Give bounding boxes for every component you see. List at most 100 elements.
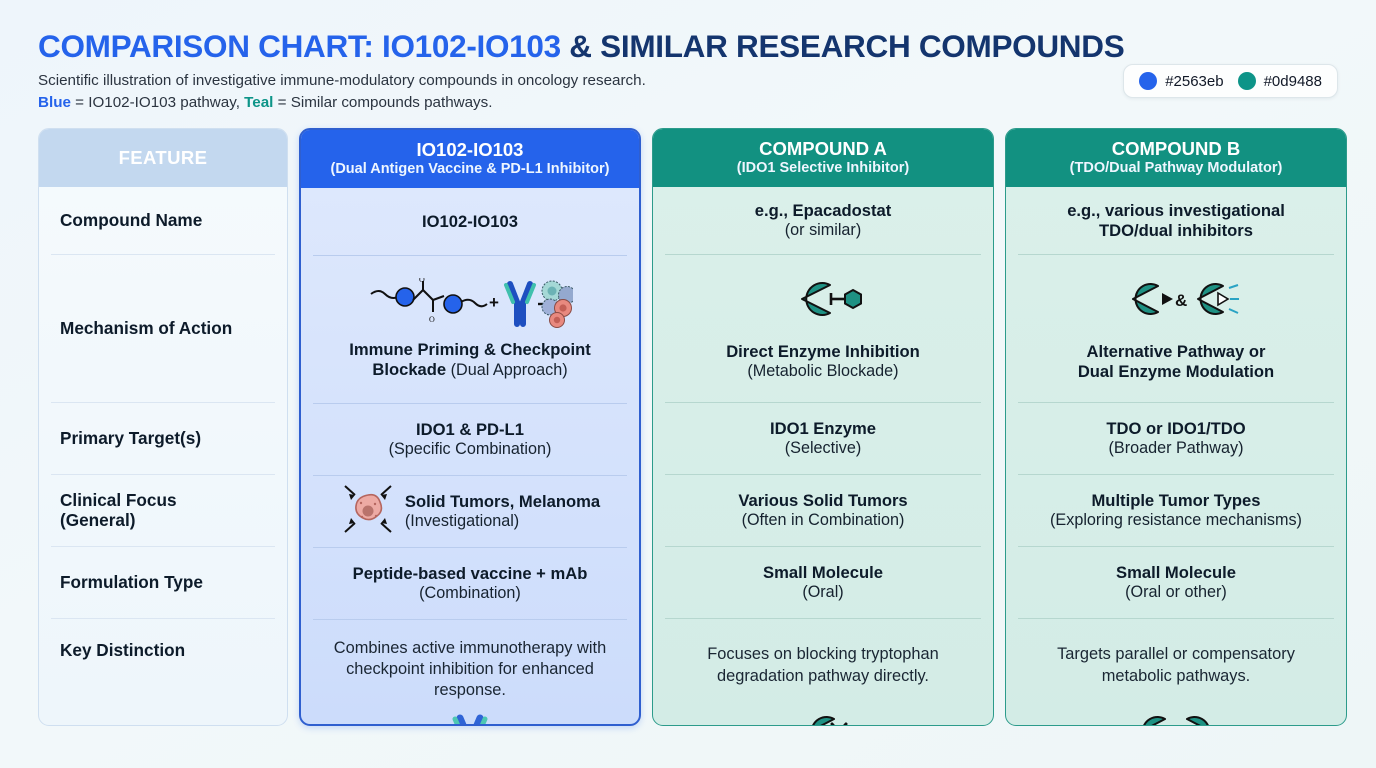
cell-b-mechanism: & Alternative Pathway or Dual Enzyme Mod…	[1018, 255, 1334, 403]
page-header: COMPARISON CHART: IO102-IO103 & SIMILAR …	[38, 20, 1338, 128]
cell-b-clinical-focus-main: Multiple Tumor Types	[1091, 490, 1261, 510]
enzyme-inhibitor-binding-icon	[775, 275, 871, 328]
cell-a-key-distinction-note: Focuses on blocking tryptophan degradati…	[707, 645, 939, 685]
subtitle-middle-text: = IO102-IO103 pathway,	[70, 93, 245, 111]
tumor-cell-targeted-icon	[340, 482, 396, 541]
column-header-io-title: IO102-IO103	[416, 138, 524, 160]
cell-io-clinical-text: Solid Tumors, Melanoma (Investigational)	[405, 492, 600, 532]
legend-item-blue: #2563eb	[1139, 72, 1224, 90]
cell-a-primary-target: IDO1 Enzyme (Selective)	[665, 403, 981, 475]
svg-text:&: &	[1175, 291, 1187, 310]
compound-a-body: e.g., Epacadostat (or similar) Direct En…	[653, 187, 993, 725]
peptide-antibody-immune-cells-icon: O O +	[367, 275, 576, 335]
cell-b-compound-name-main2: TDO/dual inhibitors	[1099, 220, 1253, 240]
feature-list: Compound Name Mechanism of Action Primar…	[39, 187, 287, 725]
cell-b-key-distinction-note: Targets parallel or compensatory metabol…	[1057, 645, 1295, 685]
cell-io-primary-target: IDO1 & PD-L1 (Specific Combination)	[313, 404, 627, 476]
page-title-primary: COMPARISON CHART: IO102-IO103	[38, 28, 561, 64]
io-column-body: IO102-IO103 O O	[301, 188, 639, 724]
cell-a-compound-name-sub: (or similar)	[784, 220, 862, 239]
cell-b-mechanism-main2: Dual Enzyme Modulation	[1077, 362, 1275, 381]
cell-a-compound-name-main: e.g., Epacadostat	[754, 200, 892, 220]
cell-io-mechanism: O O +	[313, 256, 627, 404]
cell-a-mechanism-sub: (Metabolic Blockade)	[747, 362, 899, 381]
cell-a-clinical-focus-sub: (Often in Combination)	[741, 510, 905, 529]
cell-io-mechanism-sub: (Dual Approach)	[446, 361, 568, 380]
cell-io-formulation-main: Peptide-based vaccine + mAb	[352, 563, 588, 583]
cell-io-primary-target-main: IDO1 & PD-L1	[416, 419, 524, 439]
feature-label-formulation: Formulation Type	[60, 571, 203, 592]
cell-a-compound-name: e.g., Epacadostat (or similar)	[665, 187, 981, 255]
svg-text:O: O	[419, 278, 425, 284]
cell-b-compound-name-main: e.g., various investigational	[1067, 200, 1285, 220]
column-header-feature-title: FEATURE	[118, 146, 208, 168]
blue-circle-swatch-icon	[1139, 72, 1158, 90]
cell-io-primary-target-sub: (Specific Combination)	[388, 439, 552, 458]
cell-b-compound-name: e.g., various investigational TDO/dual i…	[1018, 187, 1334, 255]
dual-enzyme-modulation-icon: &	[1112, 275, 1240, 328]
svg-text:≠: ≠	[1165, 723, 1176, 726]
cell-a-primary-target-sub: (Selective)	[784, 438, 862, 457]
column-header-io102-io103: IO102-IO103 (Dual Antigen Vaccine & PD-L…	[301, 130, 639, 188]
column-header-compound-b: COMPOUND B (TDO/Dual Pathway Modulator)	[1006, 129, 1346, 187]
column-compound-b: COMPOUND B (TDO/Dual Pathway Modulator) …	[1005, 128, 1347, 726]
cell-io-mechanism-line2: Blockade (Dual Approach)	[372, 360, 567, 381]
column-header-b-title: COMPOUND B	[1111, 137, 1241, 159]
cell-b-clinical-focus: Multiple Tumor Types (Exploring resistan…	[1018, 475, 1334, 547]
legend-label-teal: #0d9488	[1263, 72, 1322, 90]
cell-io-clinical-focus: Solid Tumors, Melanoma (Investigational)	[313, 476, 627, 548]
page-subtitle: Scientific illustration of investigative…	[38, 63, 1338, 113]
cell-a-mechanism: Direct Enzyme Inhibition (Metabolic Bloc…	[665, 255, 981, 403]
feature-row-clinical-focus: Clinical Focus (General)	[51, 475, 275, 547]
legend-item-teal: #0d9488	[1237, 72, 1322, 90]
cell-io-formulation: Peptide-based vaccine + mAb (Combination…	[313, 548, 627, 620]
feature-label-clinical-focus: Clinical Focus (General)	[60, 489, 177, 531]
column-compound-a: COMPOUND A (IDO1 Selective Inhibitor) e.…	[652, 128, 994, 726]
subtitle-line-2: Blue = IO102-IO103 pathway, Teal = Simil…	[38, 92, 1338, 114]
cell-io-clinical-wrap: Solid Tumors, Melanoma (Investigational)	[340, 482, 600, 541]
antibody-y-shape-icon	[442, 713, 498, 724]
cell-a-formulation-sub: (Oral)	[802, 582, 844, 601]
cell-b-formulation-main: Small Molecule	[1116, 562, 1236, 582]
compound-b-body: e.g., various investigational TDO/dual i…	[1006, 187, 1346, 726]
svg-text:O: O	[429, 315, 435, 324]
legend-label-blue: #2563eb	[1165, 72, 1224, 90]
column-header-compound-a: COMPOUND A (IDO1 Selective Inhibitor)	[653, 129, 993, 187]
feature-row-mechanism: Mechanism of Action	[51, 255, 275, 403]
feature-label-primary-target: Primary Target(s)	[60, 427, 202, 448]
enzyme-blocked-x-icon	[790, 709, 856, 725]
cell-b-formulation: Small Molecule (Oral or other)	[1018, 547, 1334, 619]
svg-text:+: +	[489, 293, 499, 312]
feature-label-clinical-focus-line2: (General)	[60, 509, 136, 530]
page-title-secondary: & SIMILAR RESEARCH COMPOUNDS	[569, 28, 1125, 64]
feature-row-formulation: Formulation Type	[51, 547, 275, 619]
cell-io-clinical-focus-main: Solid Tumors, Melanoma	[404, 491, 601, 511]
column-header-feature: FEATURE	[39, 129, 287, 187]
cell-io-compound-name: IO102-IO103	[313, 188, 627, 256]
color-legend: #2563eb #0d9488	[1123, 64, 1338, 98]
cell-a-clinical-focus: Various Solid Tumors (Often in Combinati…	[665, 475, 981, 547]
cell-io-formulation-sub: (Combination)	[419, 583, 521, 602]
feature-label-compound-name: Compound Name	[60, 209, 203, 230]
cell-a-mechanism-main: Direct Enzyme Inhibition	[726, 342, 920, 362]
subtitle-end-text: = Similar compounds pathways.	[273, 93, 493, 111]
column-header-a-subtitle: (IDO1 Selective Inhibitor)	[736, 160, 910, 177]
feature-row-key-distinction: Key Distinction	[51, 619, 275, 725]
column-header-a-title: COMPOUND A	[759, 137, 887, 159]
cell-b-primary-target-main: TDO or IDO1/TDO	[1106, 418, 1246, 438]
cell-io-mechanism-main2: Blockade	[372, 360, 447, 380]
cell-io-key-distinction-note: Combines active immunotherapy with check…	[333, 638, 607, 700]
feature-label-mechanism: Mechanism of Action	[60, 317, 233, 338]
teal-circle-swatch-icon	[1237, 72, 1256, 90]
feature-row-primary-target: Primary Target(s)	[51, 403, 275, 475]
comparison-grid: FEATURE Compound Name Mechanism of Actio…	[38, 128, 1347, 726]
feature-row-compound-name: Compound Name	[51, 187, 275, 255]
cell-io-compound-name-main: IO102-IO103	[422, 211, 518, 231]
cell-io-key-distinction: Combines active immunotherapy with check…	[313, 620, 627, 724]
cell-b-primary-target: TDO or IDO1/TDO (Broader Pathway)	[1018, 403, 1334, 475]
cell-a-formulation-main: Small Molecule	[763, 562, 883, 582]
column-header-io-subtitle: (Dual Antigen Vaccine & PD-L1 Inhibitor)	[330, 161, 610, 178]
feature-label-clinical-focus-line1: Clinical Focus	[60, 489, 177, 510]
page-title: COMPARISON CHART: IO102-IO103 & SIMILAR …	[38, 20, 1338, 63]
